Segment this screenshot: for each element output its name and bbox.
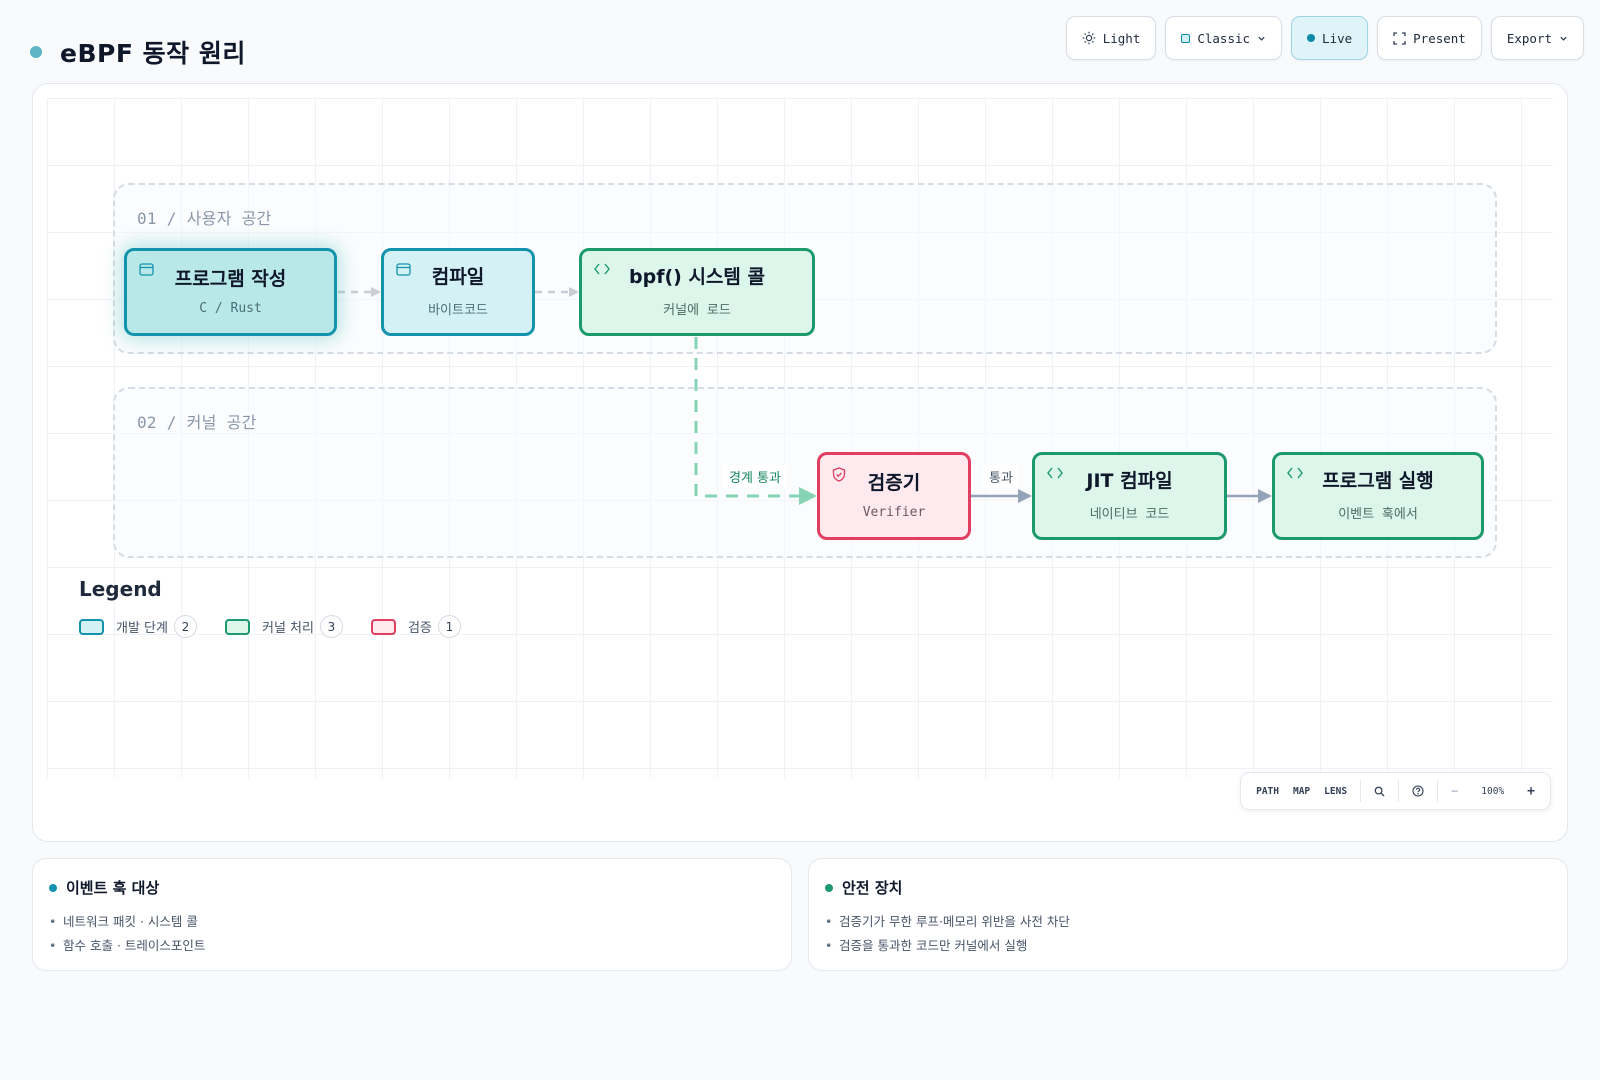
fullscreen-icon [1393,31,1406,45]
node-bpf-syscall[interactable]: bpf() 시스템 콜 커널에 로드 [579,248,815,336]
card-dot [49,883,57,892]
node-jit-compile[interactable]: JIT 컴파일 네이티브 코드 [1032,452,1227,540]
path-button[interactable]: PATH [1256,785,1279,797]
legend-count: 1 [437,615,461,638]
legend-swatch [79,618,104,635]
legend-title: Legend [79,577,162,601]
legend-item-dev[interactable]: 개발 단계 2 [79,615,197,638]
card-dot [825,883,833,892]
divider [1437,780,1439,802]
zoom-in-button[interactable]: + [1527,783,1535,799]
node-title: JIT 컴파일 [1086,470,1173,493]
zoom-out-button[interactable]: − [1451,784,1459,798]
sun-icon [1082,31,1095,45]
edges-layer [338,287,1272,505]
help-icon [1412,785,1424,797]
legend-item-kernel[interactable]: 커널 처리 3 [224,615,343,638]
node-title: 프로그램 실행 [1322,470,1434,493]
node-compile[interactable]: 컴파일 바이트코드 [381,248,535,336]
legend-count: 3 [319,615,343,638]
lane-label: 01 / 사용자 공간 [137,209,272,228]
card-item: 검증을 통과한 코드만 커널에서 실행 [825,934,1551,958]
legend-label: 검증 [407,621,432,636]
legend-item-verify[interactable]: 검증 1 [370,615,461,638]
node-subtitle: 커널에 로드 [663,302,731,318]
zoom-level: 100% [1481,785,1505,797]
export-label: Export [1506,30,1552,46]
node-subtitle: 이벤트 훅에서 [1338,506,1418,522]
light-theme-button[interactable]: Light [1065,16,1157,60]
page-header: eBPF 동작 원리 [30,34,246,70]
card-item: 네트워크 패킷 · 시스템 콜 [49,910,775,934]
window-icon [139,263,154,276]
legend-count: 2 [173,615,197,638]
card-item: 검증기가 무한 루프·메모리 위반을 사전 차단 [825,910,1551,934]
node-subtitle: Verifier [862,504,926,520]
search-button[interactable] [1367,786,1392,797]
toolbar: Light Classic Live Present Export [1065,16,1584,60]
legend-label: 커널 처리 [261,621,314,636]
node-title: 검증기 [867,472,921,495]
chevron-down-icon [1560,36,1567,41]
chevron-down-icon [1258,36,1265,41]
node-title: 컴파일 [431,266,485,289]
node-verifier[interactable]: 검증기 Verifier [817,452,971,540]
light-label: Light [1102,30,1141,46]
node-title: 프로그램 작성 [174,268,287,291]
search-icon [1374,786,1385,797]
node-title: bpf() 시스템 콜 [629,266,765,289]
edge-label-pass: 통과 [983,465,1019,488]
edge-label-boundary: 경계 통과 [723,465,787,488]
node-write-program[interactable]: 프로그램 작성 C / Rust [124,248,337,336]
present-label: Present [1413,30,1466,46]
page-title: eBPF 동작 원리 [60,39,246,68]
legend-swatch [370,618,396,635]
live-label: Live [1322,30,1353,46]
style-label: Classic [1197,30,1251,46]
legend-label: 개발 단계 [116,621,168,636]
lane-kernel-space: 02 / 커널 공간 [113,387,1497,558]
code-icon [594,263,610,275]
node-subtitle: C / Rust [199,300,262,316]
live-toggle-button[interactable]: Live [1291,16,1369,60]
card-title: 이벤트 훅 대상 [66,879,160,897]
present-button[interactable]: Present [1377,16,1482,60]
edge-syscall-to-verifier [694,337,817,505]
node-subtitle: 바이트코드 [428,302,488,318]
code-icon [1047,467,1063,479]
info-card-safety: 안전 장치 검증기가 무한 루프·메모리 위반을 사전 차단 검증을 통과한 코… [808,858,1568,971]
window-icon [396,263,411,276]
divider [1398,780,1400,802]
style-select[interactable]: Classic [1165,16,1283,60]
live-dot-icon [1307,34,1316,42]
divider [1360,780,1362,802]
export-button[interactable]: Export [1490,16,1584,60]
help-button[interactable] [1405,785,1431,797]
style-swatch [1181,33,1191,43]
legend-swatch [224,618,250,635]
shield-icon [832,467,846,482]
lens-button[interactable]: LENS [1324,785,1348,797]
legend: Legend 개발 단계 2 커널 처리 3 검증 1 [79,577,461,638]
lane-label: 02 / 커널 공간 [137,413,257,432]
code-icon [1287,467,1303,479]
zoom-toolbar: PATH MAP LENS − 100% + [1240,772,1551,810]
node-subtitle: 네이티브 코드 [1089,506,1170,522]
card-item: 함수 호출 · 트레이스포인트 [49,934,775,958]
title-dot [30,46,42,58]
card-title: 안전 장치 [842,879,903,897]
diagram-canvas[interactable]: 01 / 사용자 공간 02 / 커널 공간 경계 통과 통과 프로그램 작성 … [32,83,1568,842]
node-run-program[interactable]: 프로그램 실행 이벤트 훅에서 [1272,452,1484,540]
map-button[interactable]: MAP [1292,785,1311,797]
info-card-event-hooks: 이벤트 훅 대상 네트워크 패킷 · 시스템 콜 함수 호출 · 트레이스포인트 [32,858,792,971]
